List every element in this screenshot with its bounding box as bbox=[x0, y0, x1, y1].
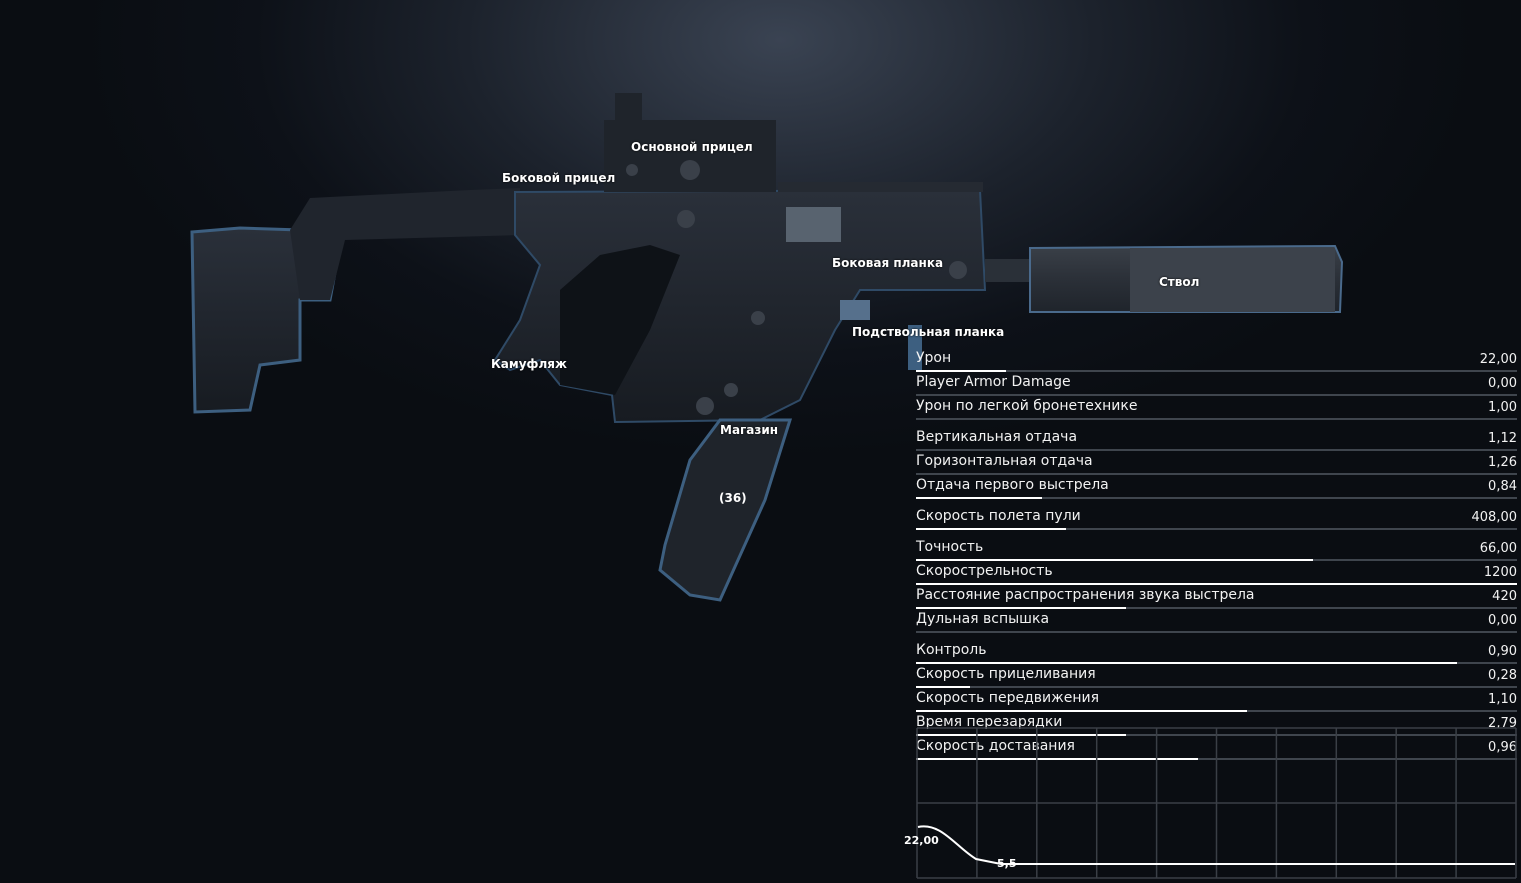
stat-row: Горизонтальная отдача 1,26 bbox=[916, 451, 1517, 475]
stat-value: 420 bbox=[1492, 589, 1517, 604]
stat-row: Вертикальная отдача 1,12 bbox=[916, 427, 1517, 451]
stat-row: Урон 22,00 bbox=[916, 348, 1517, 372]
stat-name: Урон bbox=[916, 350, 952, 366]
slot-side-rail[interactable]: Боковая планка bbox=[832, 256, 944, 270]
stat-row: Отдача первого выстрела 0,84 bbox=[916, 475, 1517, 499]
stat-row: Скорость полета пули 408,00 bbox=[916, 506, 1517, 530]
damage-curve bbox=[917, 825, 1515, 865]
stat-row: Урон по легкой бронетехнике 1,00 bbox=[916, 396, 1517, 420]
stat-value: 1200 bbox=[1483, 565, 1517, 580]
stat-value: 0,28 bbox=[1488, 668, 1517, 683]
stat-value: 0,84 bbox=[1488, 479, 1517, 494]
stat-bar bbox=[916, 497, 1043, 499]
slot-magazine[interactable]: Магазин bbox=[720, 423, 779, 437]
stat-bar bbox=[916, 710, 1247, 712]
stat-value: 0,90 bbox=[1488, 644, 1517, 659]
graph-grid bbox=[916, 727, 1517, 879]
stat-row: Скорость прицеливания 0,28 bbox=[916, 664, 1517, 688]
slot-barrel[interactable]: Ствол bbox=[1159, 275, 1200, 289]
stat-bar bbox=[916, 583, 1517, 585]
graph-end-value: 5,5 bbox=[997, 857, 1017, 870]
stat-bar bbox=[916, 758, 1199, 760]
stock bbox=[190, 188, 520, 414]
stat-value: 1,26 bbox=[1488, 455, 1517, 470]
red-dot-sight bbox=[604, 93, 776, 192]
stat-row: Дульная вспышка 0,00 bbox=[916, 609, 1517, 633]
stat-name: Урон по легкой бронетехнике bbox=[916, 398, 1138, 414]
stat-bar bbox=[916, 686, 971, 688]
stat-name: Отдача первого выстрела bbox=[916, 477, 1109, 493]
stat-row: Скорострельность 1200 bbox=[916, 561, 1517, 585]
stat-value: 66,00 bbox=[1479, 541, 1517, 556]
stat-bar bbox=[916, 607, 1127, 609]
stat-name: Скорость прицеливания bbox=[916, 666, 1096, 682]
stat-value: 0,96 bbox=[1488, 740, 1517, 755]
magazine-model bbox=[658, 418, 793, 602]
stat-value: 22,00 bbox=[1479, 352, 1517, 367]
stat-name: Контроль bbox=[916, 642, 987, 658]
stat-value: 1,00 bbox=[1488, 400, 1517, 415]
damage-falloff-graph: 22,00 5,5 bbox=[904, 727, 1517, 879]
stat-name: Дульная вспышка bbox=[916, 611, 1050, 627]
stat-name: Время перезарядки bbox=[916, 714, 1063, 730]
magazine-capacity: (36) bbox=[719, 491, 747, 505]
stat-bar bbox=[916, 370, 1007, 372]
stat-name: Скорость передвижения bbox=[916, 690, 1099, 706]
stat-name: Вертикальная отдача bbox=[916, 429, 1078, 445]
stat-row: Скорость передвижения 1,10 bbox=[916, 688, 1517, 712]
stat-value: 1,12 bbox=[1488, 431, 1517, 446]
suppressor bbox=[985, 244, 1344, 313]
stat-bar bbox=[916, 559, 1313, 561]
stat-row: Player Armor Damage 0,00 bbox=[916, 372, 1517, 396]
stat-bar bbox=[916, 734, 1127, 736]
stat-name: Скорость доставания bbox=[916, 738, 1075, 754]
stat-bar bbox=[916, 662, 1457, 664]
stat-name: Горизонтальная отдача bbox=[916, 453, 1093, 469]
stat-row: Расстояние распространения звука выстрел… bbox=[916, 585, 1517, 609]
slot-side-sight[interactable]: Боковой прицел bbox=[502, 171, 616, 185]
slot-underbarrel[interactable]: Подствольная планка bbox=[852, 325, 1005, 339]
stat-value: 0,00 bbox=[1488, 613, 1517, 628]
stat-value: 408,00 bbox=[1471, 510, 1518, 525]
stat-name: Расстояние распространения звука выстрел… bbox=[916, 587, 1255, 603]
graph-start-value: 22,00 bbox=[904, 834, 939, 847]
stat-value: 1,10 bbox=[1488, 692, 1517, 707]
receiver bbox=[493, 182, 987, 424]
slot-main-sight[interactable]: Основной прицел bbox=[631, 140, 753, 154]
stat-row: Контроль 0,90 bbox=[916, 640, 1517, 664]
stat-name: Скорость полета пули bbox=[916, 508, 1081, 524]
stat-bar bbox=[916, 528, 1067, 530]
stat-row: Точность 66,00 bbox=[916, 537, 1517, 561]
slot-camo[interactable]: Камуфляж bbox=[491, 357, 567, 371]
stat-name: Точность bbox=[916, 539, 984, 555]
stat-name: Скорострельность bbox=[916, 563, 1053, 579]
stat-name: Player Armor Damage bbox=[916, 374, 1071, 390]
stat-value: 0,00 bbox=[1488, 376, 1517, 391]
